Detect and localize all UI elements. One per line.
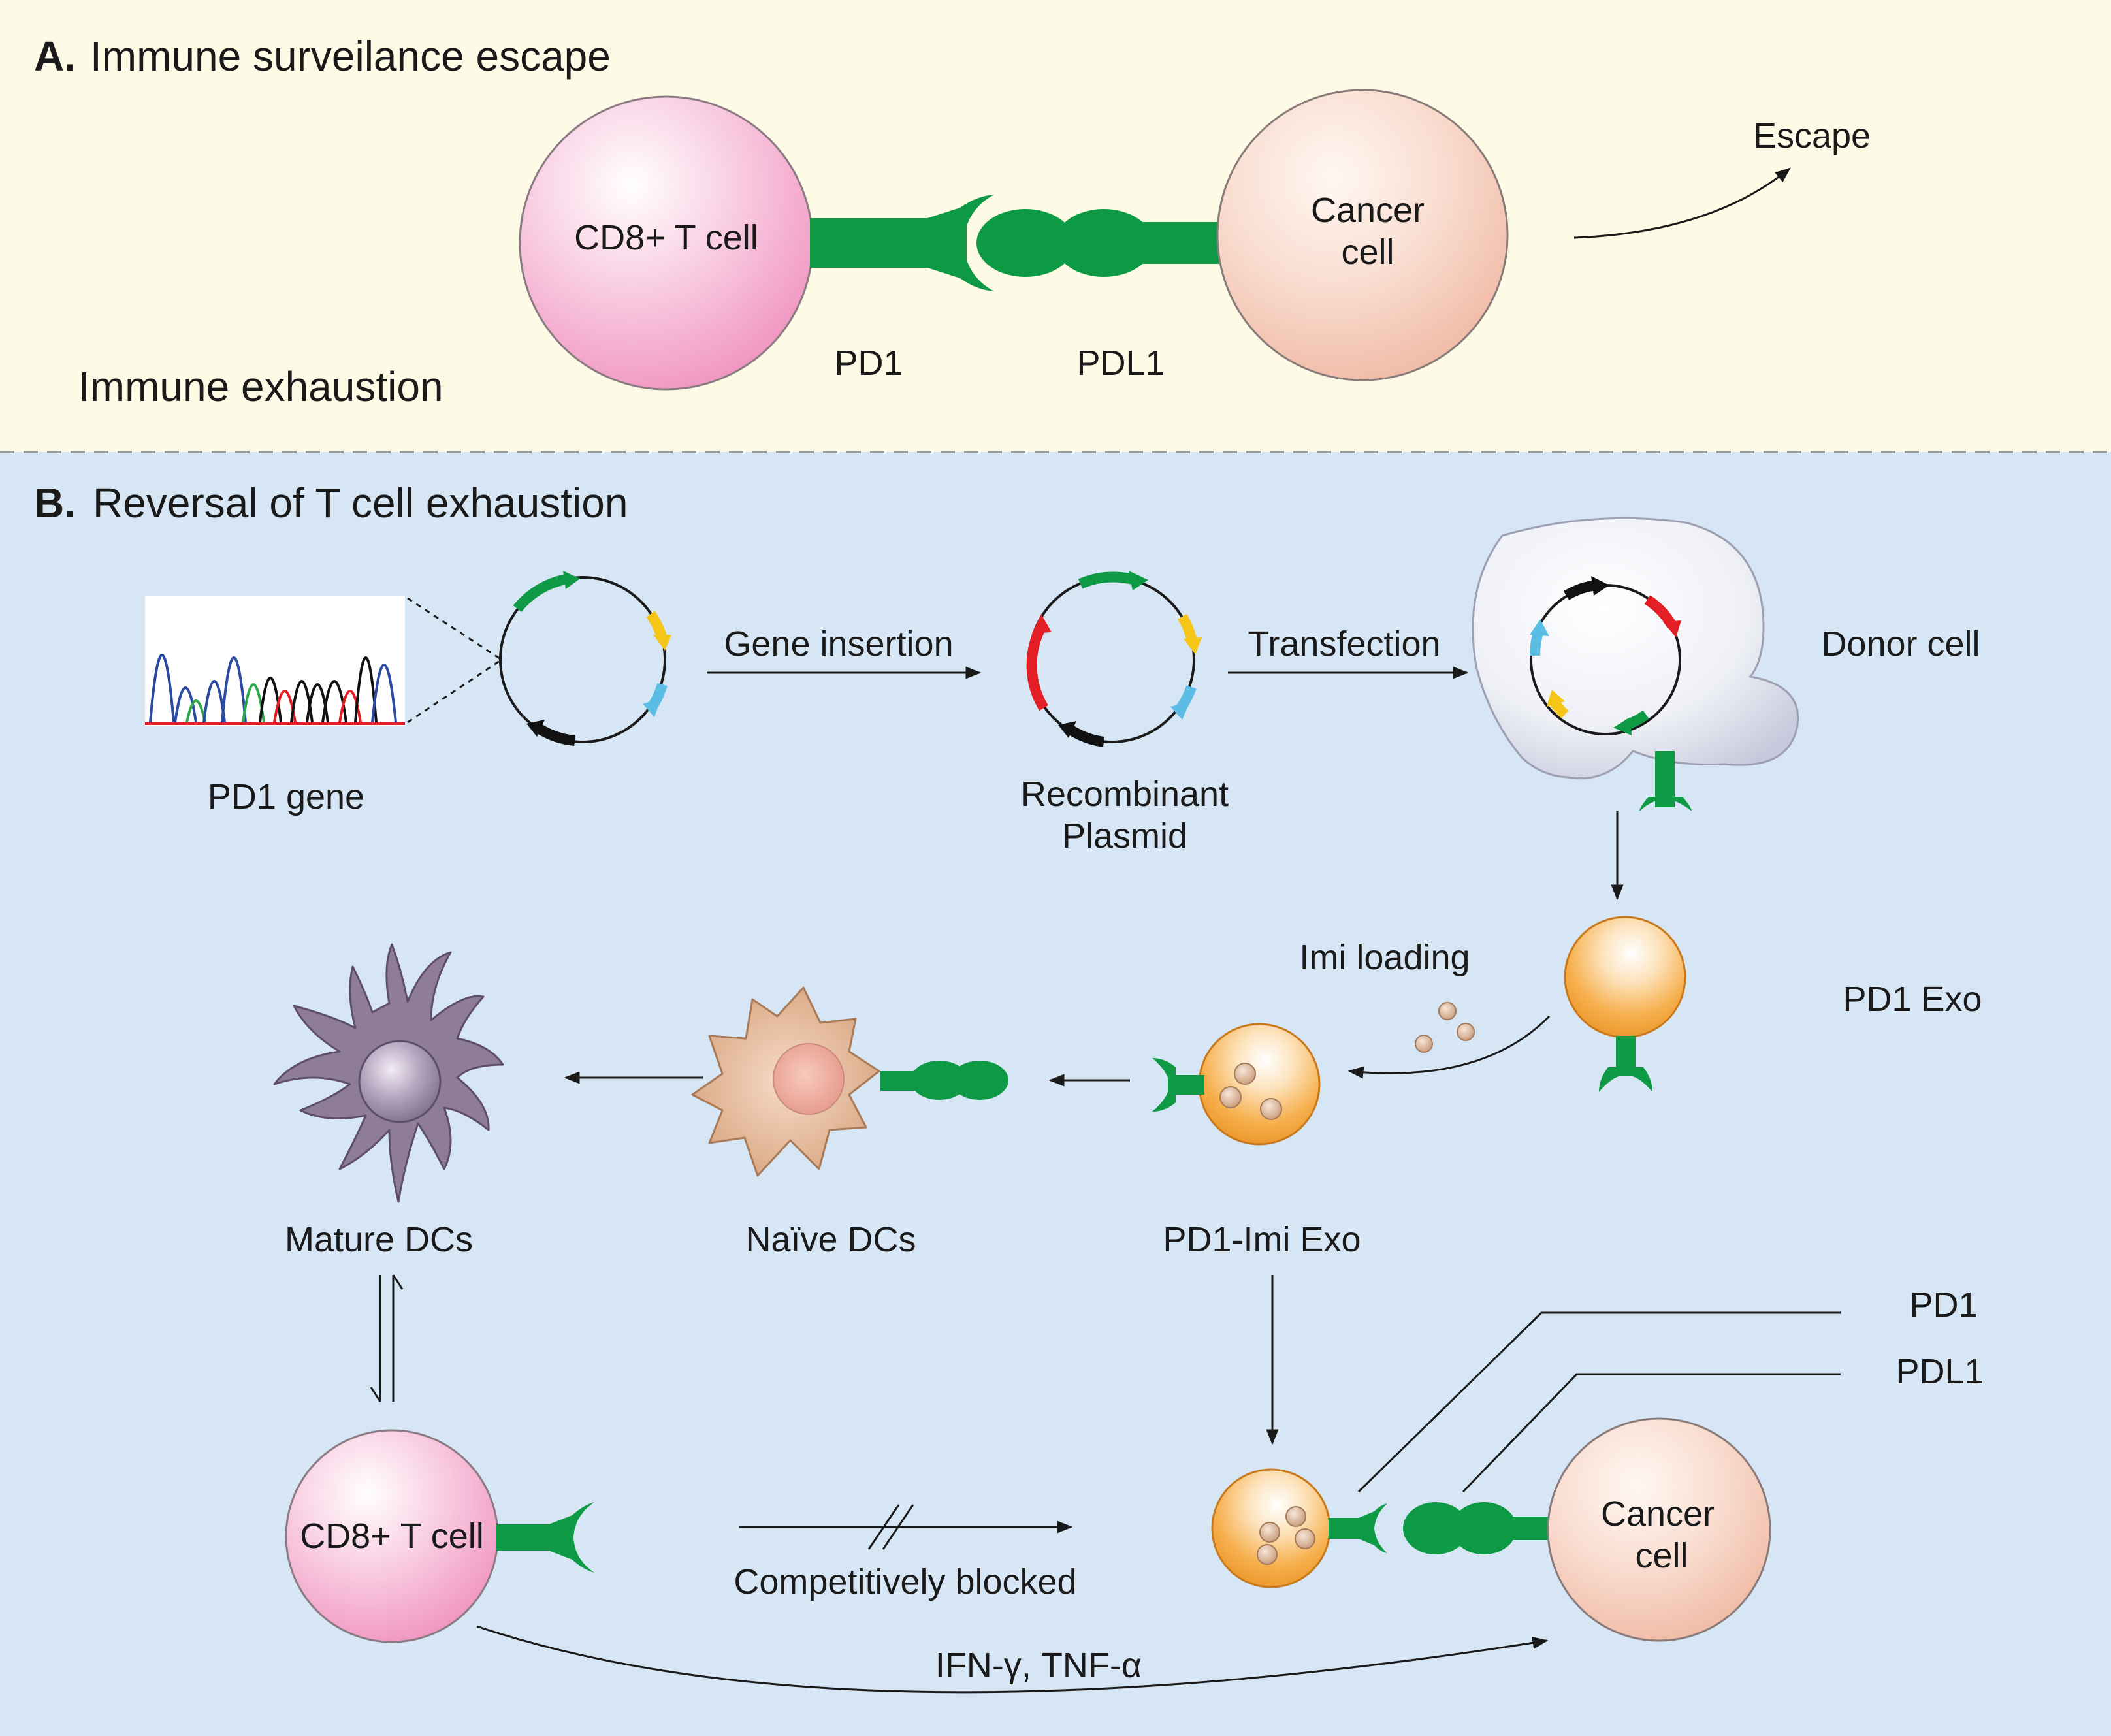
recombinant-plasmid [1026,571,1202,747]
donor-cell-label: Donor cell [1821,624,1980,664]
pd1-callout-label: PD1 [1909,1285,1978,1325]
donor-cell [1472,517,1799,811]
mature-dcs-label: Mature DCs [285,1220,473,1259]
panel-a-exhaustion-label: Immune exhaustion [78,363,443,410]
panel-b-cd8-label: CD8+ T cell [300,1517,484,1556]
recombinant-label-1: Recombinant [1021,775,1229,814]
section-b-title: Reversal of T cell exhaustion [93,479,628,526]
pd1-exo-label: PD1 Exo [1843,980,1982,1019]
block-slash-1 [867,1504,900,1550]
panel-b-cancer-label-2: cell [1635,1536,1688,1575]
cytokines-label: IFN-γ, TNF-α [935,1646,1142,1685]
section-a-title: Immune surveilance escape [90,33,611,80]
transfection-label: Transfection [1248,624,1440,664]
pd1-gene-label: PD1 gene [208,777,364,816]
imi-loading-label: Imi loading [1299,938,1470,977]
gene-insertion-label: Gene insertion [724,624,953,664]
cytokine-arrow [476,1625,1549,1694]
panel-a-cancer-label-2: cell [1341,233,1394,272]
blocking-exosome [1211,1468,1387,1588]
mature-dendritic-cell [273,943,504,1203]
recombinant-label-2: Plasmid [1062,816,1187,856]
plasmid-vector [499,571,671,746]
zoom-line-top [407,597,502,661]
panel-a-escape-arrow [1573,167,1791,239]
panel-a-pd1-receptor [810,195,994,291]
pd1-exosome [1564,916,1686,1092]
pdl1-callout-line [1462,1373,1841,1493]
competitively-blocked-label: Competitively blocked [733,1562,1076,1601]
block-slash-2 [882,1504,914,1550]
naive-dcs-label: Naïve DCs [745,1220,916,1259]
panel-a-escape-label: Escape [1753,116,1871,155]
panel-b-cancer-cell: Cancer cell [1403,1417,1771,1642]
pdl1-callout-label: PDL1 [1895,1352,1984,1391]
panel-a-cd8-t-cell: CD8+ T cell [519,95,814,391]
sequencing-chromatogram [145,596,405,726]
zoom-line-bottom [407,658,502,724]
panel-a-cancer-cell: Cancer cell [1216,89,1509,381]
panel-a-cancer-label-1: Cancer [1311,191,1425,230]
pd1-imi-exo-label: PD1-Imi Exo [1163,1220,1361,1259]
panel-b-cd8-t-cell: CD8+ T cell [285,1429,594,1643]
panel-a-pdl1-ligand [976,209,1228,277]
panel-a-pdl1-label: PDL1 [1076,344,1165,383]
naive-dendritic-cell [691,986,1008,1177]
panel-b-cancer-label-1: Cancer [1601,1494,1715,1534]
imi-molecules [1415,1002,1475,1053]
pd1-imi-exosome [1152,1023,1321,1146]
panel-a-pd1-label: PD1 [834,344,903,383]
pd1-callout-line [1357,1311,1841,1493]
section-a-letter: A. [34,33,76,80]
imi-loading-arrow [1347,1015,1551,1079]
section-b-letter: B. [34,479,76,526]
panel-a-cd8-label: CD8+ T cell [574,218,758,257]
